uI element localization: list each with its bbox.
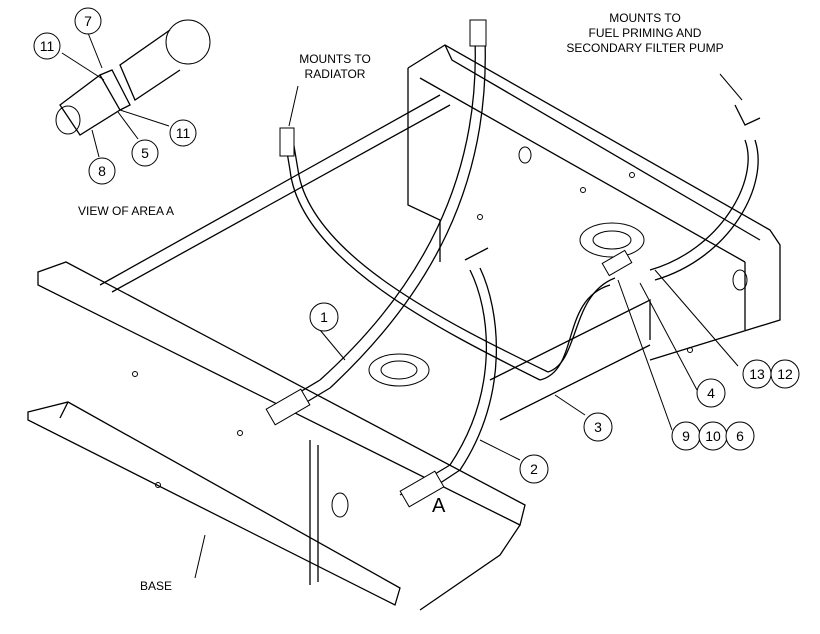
svg-text:12: 12 <box>777 366 793 382</box>
fuel-pump-label-line2: FUEL PRIMING AND <box>589 26 702 40</box>
svg-text:11: 11 <box>176 125 191 141</box>
svg-text:10: 10 <box>705 428 721 444</box>
hose-radiator <box>279 127 549 381</box>
svg-text:7: 7 <box>84 13 92 29</box>
fuel-pump-label-line3: SECONDARY FILTER PUMP <box>566 41 723 55</box>
callout-3: 3 <box>583 412 613 442</box>
svg-text:4: 4 <box>707 385 715 401</box>
callout-8: 8 <box>88 157 116 185</box>
svg-text:11: 11 <box>40 38 55 54</box>
hose-3 <box>539 277 616 381</box>
callout-2: 2 <box>519 454 549 484</box>
callout-11-side: 11 <box>169 119 197 147</box>
view-title-label: VIEW OF AREA A <box>78 204 174 218</box>
callout-4: 4 <box>696 378 726 408</box>
svg-text:5: 5 <box>141 145 149 161</box>
callout-1: 1 <box>309 302 339 332</box>
svg-text:8: 8 <box>98 163 106 179</box>
callout-7: 7 <box>74 7 102 35</box>
hose-1 <box>269 19 487 419</box>
svg-text:2: 2 <box>530 461 538 477</box>
svg-text:3: 3 <box>594 419 602 435</box>
svg-text:13: 13 <box>749 366 765 382</box>
callout-11-top: 11 <box>33 32 61 60</box>
inset-fitting-drawing <box>55 19 211 136</box>
callout-9: 9 <box>671 421 701 451</box>
hose-fuel-pump <box>649 104 761 281</box>
fuel-pump-label-line1: MOUNTS TO <box>609 11 681 25</box>
radiator-label-line2: RADIATOR <box>305 67 366 81</box>
radiator-label-line1: MOUNTS TO <box>299 52 371 66</box>
svg-text:6: 6 <box>736 428 744 444</box>
callout-6: 6 <box>725 421 755 451</box>
callout-12: 12 <box>770 359 800 389</box>
callout-5: 5 <box>131 139 159 167</box>
callout-10: 10 <box>698 421 728 451</box>
leader-lines <box>61 32 743 579</box>
base-label: BASE <box>140 579 172 593</box>
svg-text:1: 1 <box>320 309 328 325</box>
frame-structure <box>27 44 781 611</box>
callout-13: 13 <box>742 359 772 389</box>
area-marker-label: A <box>432 495 446 517</box>
hose-fittings <box>265 249 633 508</box>
svg-text:9: 9 <box>682 428 690 444</box>
